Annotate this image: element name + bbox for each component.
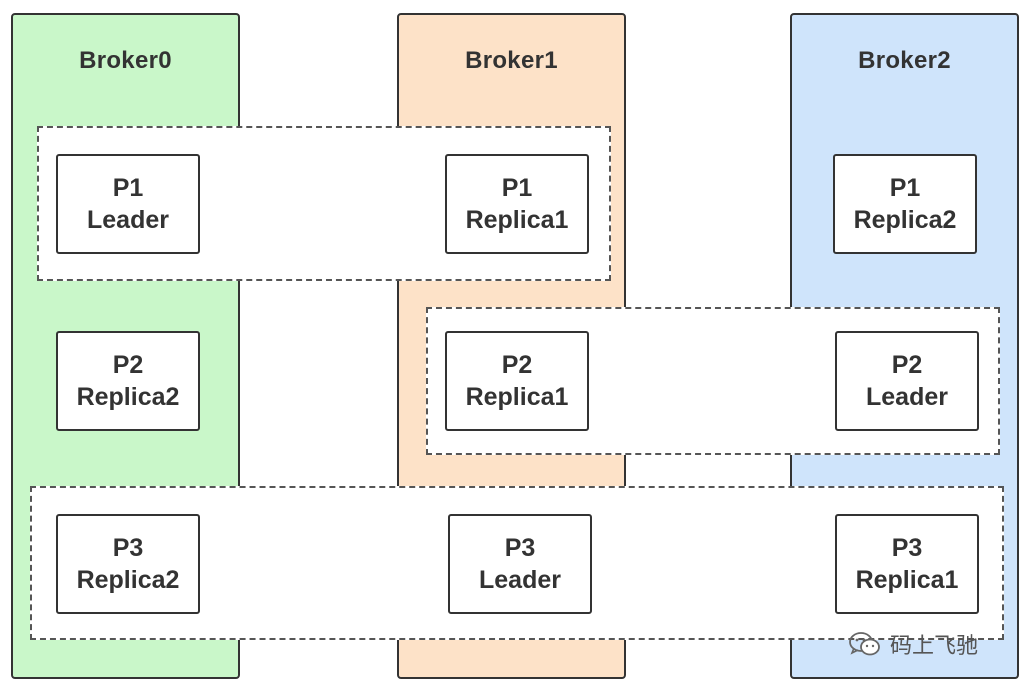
broker-title: Broker2 [858,47,951,74]
partition-role: Replica2 [76,566,180,594]
wechat-icon [849,632,880,656]
partition-role: Leader [479,566,561,594]
partition-role: Replica1 [465,206,569,234]
partition-p2-broker2: P2 Leader [835,331,979,431]
partition-p2-broker1: P2 Replica1 [445,331,589,431]
partition-id: P3 [891,534,923,562]
partition-id: P3 [112,534,144,562]
watermark: 码上飞驰 [848,628,978,660]
watermark-text: 码上飞驰 [890,634,979,659]
partition-role: Replica2 [853,206,957,234]
partition-p1-broker2: P1 Replica2 [833,154,977,254]
partition-role: Leader [87,206,169,234]
partition-p2-broker0: P2 Replica2 [56,331,200,431]
partition-id: P1 [112,174,144,202]
partition-p1-broker1: P1 Replica1 [445,154,589,254]
partition-id: P1 [889,174,921,202]
partition-id: P2 [891,351,923,379]
partition-p3-broker2: P3 Replica1 [835,514,979,614]
broker-title: Broker0 [79,47,172,74]
partition-id: P1 [501,174,533,202]
partition-p3-broker1: P3 Leader [448,514,592,614]
partition-id: P2 [112,351,144,379]
partition-role: Replica1 [465,383,569,411]
broker-title: Broker1 [465,47,558,74]
partition-p1-broker0: P1 Leader [56,154,200,254]
partition-id: P2 [501,351,533,379]
partition-p3-broker0: P3 Replica2 [56,514,200,614]
partition-role: Replica2 [76,383,180,411]
partition-role: Leader [866,383,948,411]
partition-id: P3 [504,534,536,562]
partition-role: Replica1 [855,566,959,594]
